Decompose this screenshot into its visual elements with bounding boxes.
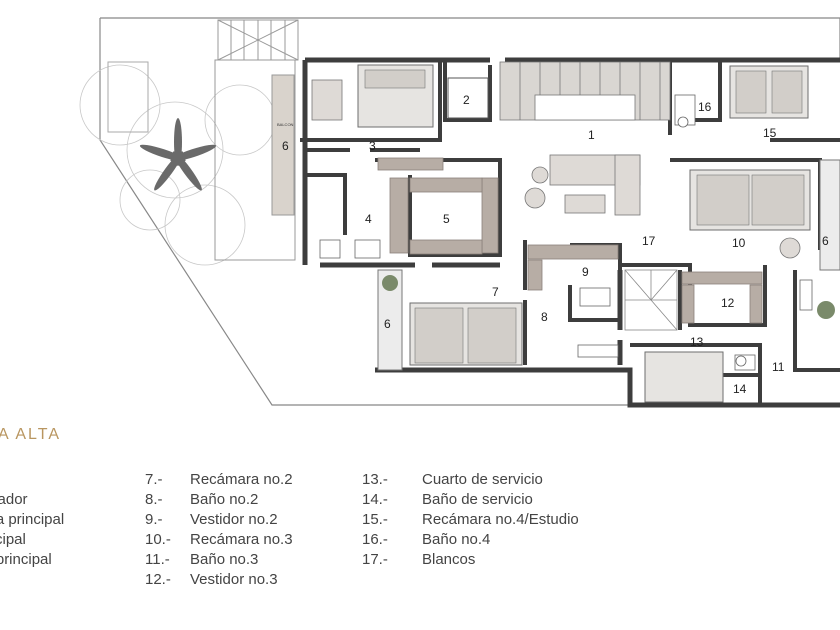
bath-fixtures [319, 94, 813, 371]
room-number-1: 1 [588, 128, 595, 142]
deck-small [107, 61, 149, 133]
legend-item-number: 14.- [362, 491, 388, 508]
legend-item-number: 8.- [145, 491, 163, 508]
room-number-6-planter: 6 [384, 317, 391, 331]
terrace-outline [99, 17, 840, 406]
legend-item-number: 11.- [145, 551, 170, 568]
legend-item: cia [0, 470, 64, 490]
legend-title: A ALTA [0, 426, 61, 443]
bed-details [364, 69, 805, 364]
plant-icon [139, 118, 217, 191]
room-number-2: 2 [463, 93, 470, 107]
floor-plan: BALCON [79, 17, 840, 408]
legend-item-number: 9.- [145, 511, 163, 528]
legend-column-3: 13.- Cuarto de servicio 14.- Baño de servi… [362, 470, 579, 570]
room-number-14: 14 [733, 382, 747, 396]
legend-item: 17.- Blancos [362, 550, 579, 570]
legend-item-label: Recámara no.2 [190, 471, 293, 488]
wardrobes [377, 157, 763, 324]
potted-plants [382, 275, 835, 319]
legend-item-number: 17.- [362, 551, 388, 568]
legend-item: 8.- Baño no.2 [145, 490, 293, 510]
lounge-furniture [311, 79, 801, 259]
room-number-12: 12 [721, 296, 735, 310]
pergola [217, 19, 299, 61]
legend-item-label: Vestidor no.3 [190, 571, 278, 588]
room-number-15: 15 [763, 126, 777, 140]
legend-item: 7.- Recámara no.2 [145, 470, 293, 490]
legend-item-number: 7.- [145, 471, 163, 488]
legend-item-label: Recámara no.3 [190, 531, 293, 548]
legend-item-number: 10.- [145, 531, 171, 548]
balcony-strip [271, 74, 295, 216]
legend-item: mara principal [0, 511, 65, 528]
legend-item: 9.- Vestidor no.2 [145, 510, 293, 530]
legend-item-label: Baño no.3 [190, 551, 259, 568]
legend-item: principal [0, 531, 26, 548]
room-number-3: 3 [369, 139, 376, 153]
legend-column-1: cia elevador mara principal principal do… [0, 470, 64, 590]
legend-item-label: Cuarto de servicio [422, 471, 543, 488]
terrace-right [819, 159, 840, 271]
room-number-5: 5 [443, 212, 450, 226]
legend-item: 13.- Cuarto de servicio [362, 470, 579, 490]
room-number-6-right: 6 [822, 234, 829, 248]
legend-item-label: Blancos [422, 551, 476, 568]
terrace-room-6 [214, 59, 296, 261]
legend-item: 12.- Vestidor no.3 [145, 570, 293, 590]
legend-item-number: 12.- [145, 571, 171, 588]
legend-item-number: 16.- [362, 531, 388, 548]
legend-item: 10.- Recámara no.3 [145, 530, 293, 550]
room-number-9: 9 [582, 265, 589, 279]
legend-item-label: Vestidor no.2 [190, 511, 278, 528]
legend-item-label: Baño no.4 [422, 531, 491, 548]
legend-item: 15.- Recámara no.4/Estudio [362, 510, 579, 530]
balcony-label: BALCON [277, 122, 294, 127]
legend-item: 14.- Baño de servicio [362, 490, 579, 510]
legend-item: elevador [0, 491, 28, 508]
room-number-7: 7 [492, 285, 499, 299]
room-number-16: 16 [698, 100, 712, 114]
legend-item-number: 15.- [362, 511, 388, 528]
legend-column-2: 7.- Recámara no.2 8.- Baño no.2 9.- Vestido… [145, 470, 293, 590]
room-number-10: 10 [732, 236, 746, 250]
legend-item: n [0, 570, 64, 590]
room-number-13: 13 [690, 335, 704, 349]
legend-item: 16.- Baño no.4 [362, 530, 579, 550]
room-number-8: 8 [541, 310, 548, 324]
legend-item: 11.- Baño no.3 [145, 550, 293, 570]
legend-item-label: Baño no.2 [190, 491, 259, 508]
building-walls [302, 57, 840, 408]
legend-item-label: Recámara no.4/Estudio [422, 511, 579, 528]
room-number-6-terrace: 6 [282, 139, 289, 153]
landscape-circles [79, 64, 276, 266]
service-stair [624, 269, 678, 331]
room-number-17: 17 [642, 234, 656, 248]
interior-walls [300, 60, 840, 405]
room-number-4: 4 [365, 212, 372, 226]
stairs [499, 61, 671, 121]
legend-item-label: Baño de servicio [422, 491, 533, 508]
legend-item: dor principal [0, 551, 52, 568]
room-number-11: 11 [772, 360, 785, 374]
elevator-shaft [447, 77, 489, 119]
legend-item-number: 13.- [362, 471, 388, 488]
